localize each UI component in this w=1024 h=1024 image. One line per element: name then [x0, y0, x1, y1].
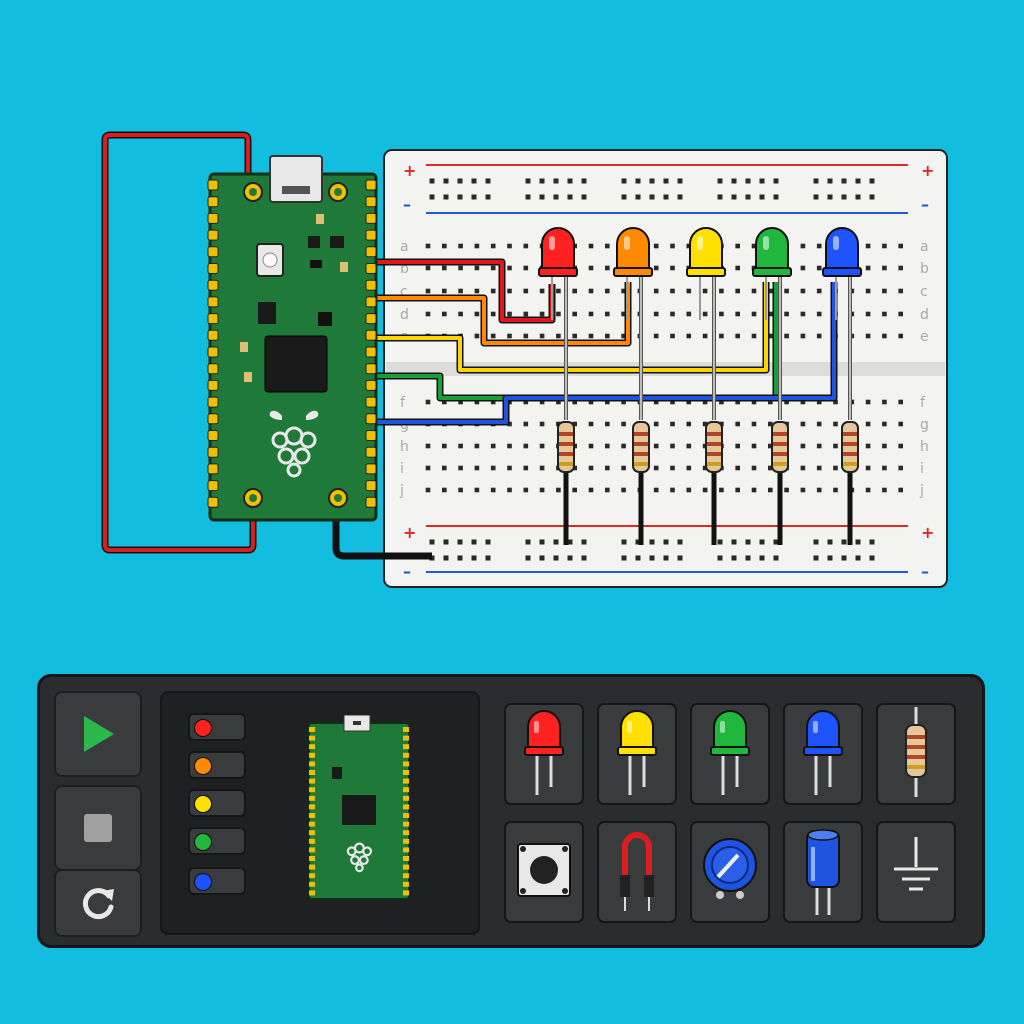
ground-symbol-icon	[891, 835, 941, 909]
row-label: d	[920, 307, 929, 323]
push-button-icon	[516, 842, 572, 902]
yellow-led-icon	[615, 707, 659, 801]
red-led-icon	[522, 707, 566, 801]
row-label: a	[920, 239, 929, 255]
row-label: h	[400, 439, 409, 455]
rail-plus-label: +	[921, 523, 934, 542]
pin-monitor	[160, 691, 480, 935]
stop-icon	[84, 814, 112, 842]
row-label: j	[399, 483, 404, 499]
resistor-icon	[901, 707, 931, 801]
wire-ground[interactable]	[332, 500, 432, 560]
green-led-tile[interactable]	[690, 703, 770, 805]
potentiometer-tile[interactable]	[690, 821, 770, 923]
led-indicator-red[interactable]	[188, 713, 246, 741]
led-indicator-orange[interactable]	[188, 751, 246, 779]
wire-orange-signal[interactable]	[364, 282, 632, 347]
rail-minus-label: –	[403, 195, 411, 214]
row-label: c	[400, 284, 408, 300]
pico-pins	[207, 179, 377, 508]
reset-button[interactable]	[54, 869, 142, 937]
push-button-tile[interactable]	[504, 821, 584, 923]
rail-plus-label: +	[403, 523, 416, 542]
wire-blue-signal[interactable]	[364, 282, 838, 426]
wire-yellow-signal[interactable]	[364, 282, 770, 374]
usb-port	[269, 155, 323, 203]
yellow-led-tile[interactable]	[597, 703, 677, 805]
rail-minus-label: –	[403, 562, 411, 581]
resistor[interactable]	[771, 421, 789, 545]
resistor-tile[interactable]	[876, 703, 956, 805]
blue-led-tile[interactable]	[783, 703, 863, 805]
breadboard-components[interactable]	[538, 227, 862, 545]
raspberry-pi-logo-icon	[269, 410, 319, 478]
rail-plus-label: +	[921, 161, 934, 180]
row-label: i	[400, 461, 404, 477]
play-icon	[84, 716, 114, 752]
row-label: j	[919, 483, 924, 499]
capacitor-icon	[803, 825, 843, 919]
green-led-icon	[708, 707, 752, 801]
row-label: b	[920, 261, 929, 277]
wire-power[interactable]	[101, 131, 257, 554]
row-label: b	[400, 261, 409, 277]
resistor[interactable]	[705, 421, 723, 545]
potentiometer-icon	[700, 835, 760, 909]
wire-green-signal[interactable]	[364, 282, 780, 402]
resistor[interactable]	[632, 421, 650, 545]
row-label: a	[400, 239, 409, 255]
pico-preview	[308, 715, 410, 900]
led-indicator-blue[interactable]	[188, 867, 246, 895]
row-label: c	[920, 284, 928, 300]
rail-minus-label: –	[921, 195, 929, 214]
led-blue[interactable]	[822, 227, 862, 420]
jumper-wire-icon	[615, 825, 659, 919]
reload-icon	[82, 888, 114, 920]
wires[interactable]	[101, 131, 838, 560]
row-label: g	[920, 417, 929, 433]
led-orange[interactable]	[613, 227, 653, 420]
pico-board[interactable]	[207, 155, 378, 522]
row-label: f	[400, 395, 406, 411]
row-label: f	[920, 395, 926, 411]
led-green[interactable]	[752, 227, 792, 420]
capacitor-tile[interactable]	[783, 821, 863, 923]
led-red[interactable]	[538, 227, 578, 420]
blue-led-icon	[801, 707, 845, 801]
ground-tile[interactable]	[876, 821, 956, 923]
red-led-tile[interactable]	[504, 703, 584, 805]
led-yellow[interactable]	[686, 227, 726, 420]
stop-button[interactable]	[54, 785, 142, 871]
rail-plus-label: +	[403, 161, 416, 180]
jumper-wire-tile[interactable]	[597, 821, 677, 923]
resistor[interactable]	[557, 421, 575, 545]
row-label: d	[400, 307, 409, 323]
row-label: e	[920, 329, 929, 345]
led-indicator-yellow[interactable]	[188, 789, 246, 817]
run-button[interactable]	[54, 691, 142, 777]
rail-minus-label: –	[921, 562, 929, 581]
resistor[interactable]	[841, 421, 859, 545]
row-label: h	[920, 439, 929, 455]
rp2040-chip	[264, 335, 328, 393]
row-label: i	[920, 461, 924, 477]
led-indicator-green[interactable]	[188, 827, 246, 855]
toolbar-panel	[37, 674, 985, 948]
